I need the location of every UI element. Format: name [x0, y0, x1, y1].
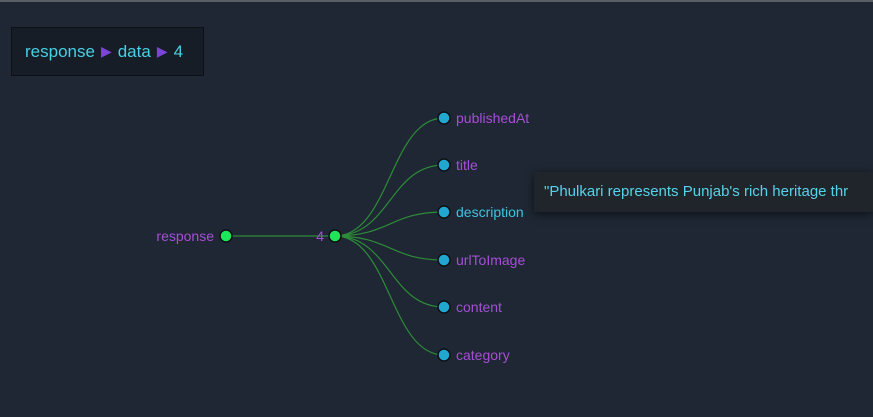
- child-label-category[interactable]: category: [456, 347, 510, 363]
- root-node-label: response: [156, 228, 214, 244]
- window-top-border: [0, 0, 873, 2]
- child-label-publishedat[interactable]: publishedAt: [456, 110, 529, 126]
- value-tooltip: "Phulkari represents Punjab's rich herit…: [534, 172, 873, 212]
- child-node-publishedat[interactable]: [437, 111, 451, 125]
- link-child-2: [334, 211, 445, 237]
- index-node-label: 4: [316, 228, 324, 244]
- child-node-urltoimage[interactable]: [437, 253, 451, 267]
- child-label-content[interactable]: content: [456, 299, 502, 315]
- breadcrumb: response ▶ data ▶ 4: [11, 27, 204, 76]
- breadcrumb-item-response[interactable]: response: [25, 41, 95, 61]
- breadcrumb-item-index[interactable]: 4: [173, 41, 184, 61]
- child-node-description[interactable]: [437, 205, 451, 219]
- child-node-content[interactable]: [437, 300, 451, 314]
- link-child-0: [334, 117, 445, 237]
- breadcrumb-separator-icon: ▶: [100, 43, 112, 59]
- child-node-title[interactable]: [437, 158, 451, 172]
- child-label-title[interactable]: title: [456, 157, 478, 173]
- root-node[interactable]: [219, 229, 233, 243]
- child-label-description[interactable]: description: [456, 204, 524, 220]
- link-child-3: [334, 235, 445, 261]
- breadcrumb-separator-icon: ▶: [156, 43, 168, 59]
- child-node-category[interactable]: [437, 348, 451, 362]
- index-node[interactable]: [328, 229, 342, 243]
- link-child-5: [334, 235, 445, 356]
- child-label-urltoimage[interactable]: urlToImage: [456, 252, 525, 268]
- link-child-1: [334, 164, 445, 237]
- breadcrumb-item-data[interactable]: data: [117, 41, 151, 61]
- link-child-4: [334, 235, 445, 308]
